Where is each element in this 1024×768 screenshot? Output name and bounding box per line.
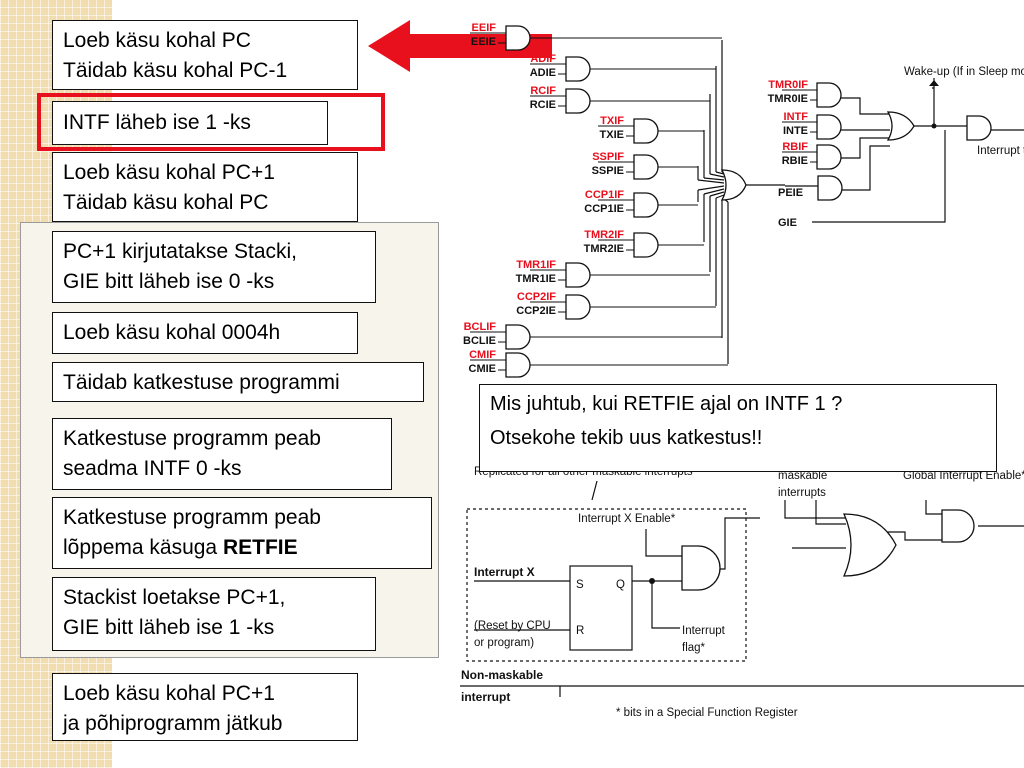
and-gate [633, 118, 659, 144]
flag-label: TMR0IF [768, 79, 808, 91]
flag-label: TMR2IF [584, 229, 624, 241]
red-arrow-icon [368, 20, 552, 72]
enable-label: CCP2IE [516, 305, 556, 317]
step-3-box: Loeb käsu kohal PC+1 Täidab käsu kohal P… [52, 152, 358, 222]
step-4-box: PC+1 kirjutatakse Stacki, GIE bitt läheb… [52, 231, 376, 303]
flag-label: CCP1IF [585, 189, 624, 201]
flag-label: CCP2IF [517, 291, 556, 303]
and-gate [565, 294, 591, 320]
step-1-line-2: Täidab käsu kohal PC-1 [63, 59, 288, 82]
flag-label: TMR1IF [516, 259, 556, 271]
latch-q: Q [616, 579, 625, 591]
and-gate [633, 192, 659, 218]
flag-line-1: Interrupt [682, 625, 726, 637]
flag-label: SSPIF [592, 151, 624, 163]
step-2-line-1: INTF läheb ise 1 -ks [63, 111, 251, 134]
enable-label: INTE [783, 125, 808, 137]
step-4-line-1: PC+1 kirjutatakse Stacki, [63, 240, 298, 263]
nonmaskable-line-1: Non-maskable [461, 668, 543, 682]
enable-label: RCIE [530, 99, 556, 111]
step-8-line-2-text: lõppema käsuga [63, 536, 223, 559]
flag-label: RCIF [530, 85, 556, 97]
maskable-line-1: maskable [778, 470, 827, 482]
and-gate [816, 114, 842, 140]
and-gate [633, 154, 659, 180]
and-gate [816, 82, 842, 108]
enable-label: SSPIE [592, 165, 624, 177]
gates [720, 111, 992, 201]
step-4-line-2: GIE bitt läheb ise 0 -ks [63, 270, 275, 293]
step-8-line-1: Katkestuse programm peab [63, 506, 321, 529]
step-3-line-2: Täidab käsu kohal PC [63, 191, 269, 214]
and-gate [505, 352, 531, 378]
interrupt-x-label: Interrupt X [474, 565, 535, 579]
step-8-box: Katkestuse programm peab lõppema käsuga … [52, 497, 432, 569]
enable-label: CMIE [469, 363, 497, 375]
intf-highlight-frame [37, 93, 385, 151]
enable-label: CCP1IE [584, 203, 624, 215]
question-callout: Mis juhtub, kui RETFIE ajal on INTF 1 ? … [479, 384, 997, 472]
step-6-box: Täidab katkestuse programmi [52, 362, 424, 402]
callout-question: Mis juhtub, kui RETFIE ajal on INTF 1 ? [490, 393, 843, 415]
latch-r: R [576, 625, 584, 637]
retfie-keyword: RETFIE [222, 536, 298, 559]
enable-label: TXIE [600, 129, 624, 141]
flag-line-2: flag* [682, 642, 706, 654]
reset-line-1: (Reset by CPU [474, 620, 551, 632]
enable-label: BCLIE [463, 335, 496, 347]
enable-label: ADIE [530, 67, 556, 79]
wakeup-label: Wake-up (If in Sleep mode) [904, 66, 1024, 78]
step-6-line-1: Täidab katkestuse programmi [63, 371, 340, 394]
step-7-box: Katkestuse programm peab seadma INTF 0 -… [52, 418, 392, 490]
step-9-line-1: Stackist loetakse PC+1, [63, 586, 286, 609]
enable-label: TMR0IE [768, 93, 808, 105]
callout-answer: Otsekohe tekib uus katkestus!! [490, 427, 763, 449]
maskable-line-2: interrupts [778, 487, 826, 499]
and-gate [633, 232, 659, 258]
gie-label: GIE [778, 217, 797, 229]
enable-label: TMR2IE [584, 243, 624, 255]
step-5-line-1: Loeb käsu kohal 0004h [63, 321, 281, 344]
footnote: * bits in a Special Function Register [616, 707, 798, 719]
nonmaskable-line-2: interrupt [461, 690, 510, 704]
global-enable-label: Global Interrupt Enable* [903, 470, 1024, 482]
step-7-line-2: seadma INTF 0 -ks [63, 457, 242, 480]
x-enable-label: Interrupt X Enable* [578, 513, 676, 525]
enable-label: EEIE [471, 36, 496, 48]
reset-line-2: or program) [474, 637, 534, 649]
and-gate [816, 144, 842, 170]
peripheral-interrupt-inputs: EEIF EEIE ADIF ADIE RCIF RCIE TXIF TXIE SSPIF SSP… [463, 22, 728, 378]
flag-label: RBIF [782, 141, 808, 153]
enable-label: RBIE [782, 155, 808, 167]
flag-label: BCLIF [464, 321, 497, 333]
and-gate [565, 56, 591, 82]
step-9-line-2: GIE bitt läheb ise 1 -ks [63, 616, 275, 639]
step-2-box: INTF läheb ise 1 -ks [52, 101, 328, 145]
and-gate [565, 88, 591, 114]
step-10-line-1: Loeb käsu kohal PC+1 [63, 682, 275, 705]
interrupt-to-cpu-label: Interrupt to CPU [977, 145, 1024, 157]
step-5-box: Loeb käsu kohal 0004h [52, 312, 358, 354]
peie-label: PEIE [778, 187, 803, 199]
step-7-line-1: Katkestuse programm peab [63, 427, 321, 450]
and-gate [565, 262, 591, 288]
flag-label: INTF [784, 111, 809, 123]
and-gate [505, 25, 531, 51]
step-10-line-2: ja põhiprogramm jätkub [63, 712, 283, 735]
enable-label: TMR1IE [516, 273, 556, 285]
step-3-line-1: Loeb käsu kohal PC+1 [63, 161, 275, 184]
step-9-box: Stackist loetakse PC+1, GIE bitt läheb i… [52, 577, 376, 651]
step-1-line-1: Loeb käsu kohal PC [63, 29, 251, 52]
step-1-box: Loeb käsu kohal PC Täidab käsu kohal PC-… [52, 20, 358, 90]
flag-label: ADIF [530, 53, 556, 65]
flag-label: CMIF [469, 349, 496, 361]
sr-latch [569, 565, 633, 651]
and-gate [505, 324, 531, 350]
core-interrupt-inputs: TMR0IF TMR0IE INTF INTE RBIF RBIE [768, 79, 842, 170]
step-8-line-2: lõppema käsuga RETFIE [63, 533, 421, 563]
step-10-box: Loeb käsu kohal PC+1 ja põhiprogramm jät… [52, 673, 358, 741]
flag-label: TXIF [600, 115, 624, 127]
latch-s: S [576, 579, 584, 591]
flag-label: EEIF [472, 22, 497, 34]
